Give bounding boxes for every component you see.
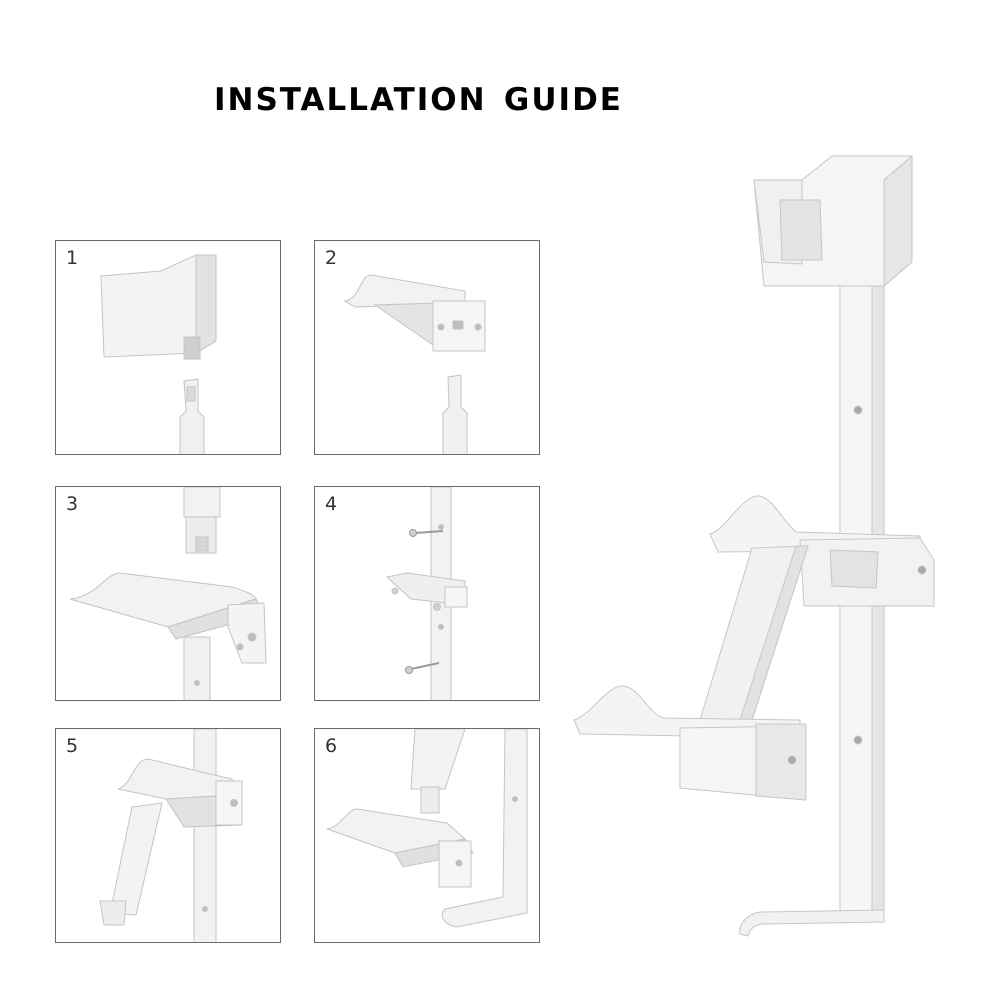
step-1-illustration — [100, 254, 217, 454]
step-6-number: 6 — [325, 735, 338, 757]
step-6-illustration — [326, 729, 528, 928]
lower-arm — [99, 802, 163, 926]
pole-segment — [442, 374, 468, 454]
step-3-number: 3 — [66, 493, 79, 515]
controller-shelf — [326, 808, 474, 888]
bottom-hook — [739, 909, 885, 937]
step-3-illustration — [69, 487, 267, 700]
step-6-panel: 6 — [314, 728, 540, 943]
step-5-illustration — [99, 729, 243, 942]
page-title: installation guide — [214, 70, 623, 121]
pole-top-segment — [410, 729, 466, 814]
wall-hook — [441, 729, 528, 928]
step-2-illustration — [343, 274, 486, 454]
headset-holder-cup — [100, 254, 217, 360]
controller-shelf — [69, 572, 267, 664]
step-2-number: 2 — [325, 247, 338, 269]
step-4-number: 4 — [325, 493, 338, 515]
step-3-panel: 3 — [55, 486, 281, 701]
lower-controller-shelf — [573, 685, 807, 801]
pole-top-segment — [179, 378, 205, 454]
headset-cup — [753, 154, 913, 288]
diagonal-arm — [699, 545, 809, 721]
pole-lower-segment — [183, 636, 211, 700]
step-4-panel: 4 — [314, 486, 540, 701]
screw-upper — [409, 529, 444, 537]
step-1-number: 1 — [66, 247, 79, 269]
controller-shelf-bracket — [343, 274, 486, 352]
step-4-illustration — [385, 487, 468, 700]
mounting-pole — [193, 729, 217, 942]
upper-controller-shelf — [709, 495, 935, 607]
small-bracket — [385, 572, 468, 611]
step-5-number: 5 — [66, 735, 79, 757]
screw-lower — [405, 662, 440, 674]
upper-shelf — [117, 758, 243, 828]
assembled-stand-illustration — [573, 154, 935, 937]
pole-top-segment — [183, 487, 221, 554]
step-2-panel: 2 — [314, 240, 540, 455]
step-1-panel: 1 — [55, 240, 281, 455]
step-5-panel: 5 — [55, 728, 281, 943]
